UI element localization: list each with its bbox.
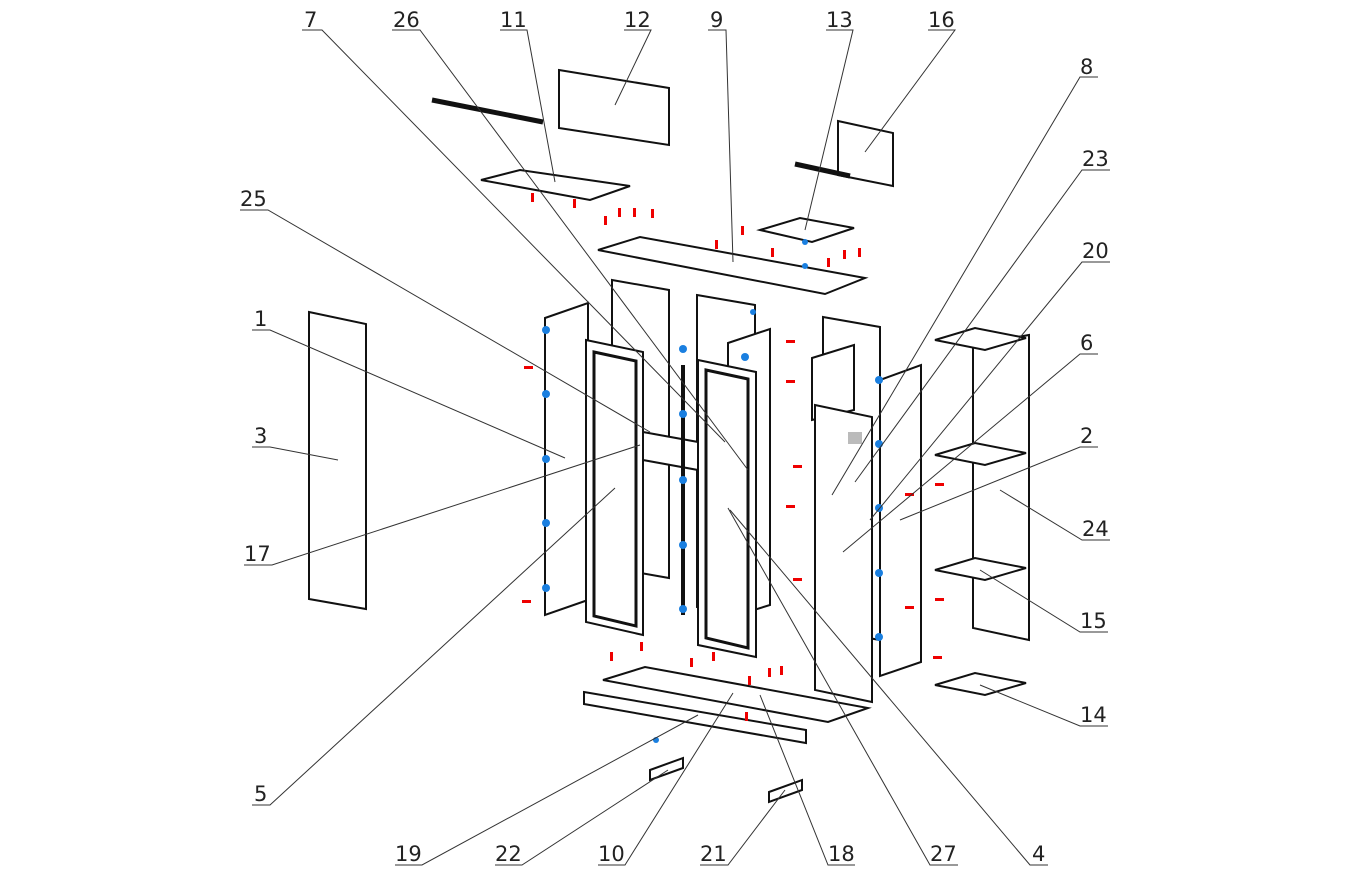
part-4-door xyxy=(697,358,757,659)
part-1-side-panel xyxy=(544,301,589,617)
svg-text:24: 24 xyxy=(1082,517,1109,541)
callout-26: 26 xyxy=(392,8,749,471)
callout-23: 23 xyxy=(854,147,1110,483)
part-20-shelf xyxy=(934,326,1027,352)
callout-9: 9 xyxy=(708,8,734,263)
svg-text:27: 27 xyxy=(930,842,957,866)
callout-2: 2 xyxy=(899,424,1098,521)
svg-text:8: 8 xyxy=(1080,55,1093,79)
callout-20: 20 xyxy=(869,239,1110,521)
part-21-plate xyxy=(768,778,803,804)
callout-14: 14 xyxy=(979,684,1108,727)
svg-text:21: 21 xyxy=(700,842,727,866)
part-8-handle xyxy=(848,432,862,444)
part-2-side-panel xyxy=(879,363,922,678)
callout-5: 5 xyxy=(252,487,616,806)
part-5-door xyxy=(585,338,644,637)
svg-text:4: 4 xyxy=(1032,842,1045,866)
callout-7: 7 xyxy=(302,8,726,443)
callout-17: 17 xyxy=(244,444,641,566)
svg-text:16: 16 xyxy=(928,8,955,32)
callout-11: 11 xyxy=(500,8,556,183)
svg-text:5: 5 xyxy=(254,782,267,806)
callout-15: 15 xyxy=(979,569,1108,633)
callout-19: 19 xyxy=(395,714,699,866)
part-9-top xyxy=(597,235,869,296)
callout-12: 12 xyxy=(614,8,652,106)
svg-text:7: 7 xyxy=(304,8,317,32)
svg-text:2: 2 xyxy=(1080,424,1093,448)
part-10-bottom xyxy=(602,665,872,724)
callout-25: 25 xyxy=(240,187,651,433)
callout-18: 18 xyxy=(759,694,855,866)
callout-3: 3 xyxy=(252,424,339,461)
callout-13: 13 xyxy=(804,8,854,231)
part-23-shelf xyxy=(934,441,1027,467)
svg-text:19: 19 xyxy=(395,842,422,866)
part-14-shelf xyxy=(934,671,1027,697)
part-3-side-panel xyxy=(308,310,367,611)
part-13-plate xyxy=(756,216,855,244)
svg-text:1: 1 xyxy=(254,307,267,331)
svg-text:17: 17 xyxy=(244,542,271,566)
callout-8: 8 xyxy=(831,55,1098,496)
svg-text:3: 3 xyxy=(254,424,267,448)
callout-24: 24 xyxy=(999,489,1110,541)
part-19-plinth xyxy=(583,690,807,745)
svg-text:14: 14 xyxy=(1080,703,1107,727)
fasteners xyxy=(522,193,944,743)
part-6-door xyxy=(814,403,873,704)
rail xyxy=(431,97,544,125)
svg-text:23: 23 xyxy=(1082,147,1109,171)
svg-text:9: 9 xyxy=(710,8,723,32)
svg-text:11: 11 xyxy=(500,8,527,32)
svg-text:6: 6 xyxy=(1080,331,1093,355)
part-22-plate xyxy=(649,756,684,782)
callout-16: 16 xyxy=(864,8,956,153)
callout-27: 27 xyxy=(727,507,958,866)
cabinet-parts xyxy=(308,68,1030,804)
door-5-frame xyxy=(592,350,638,628)
svg-text:26: 26 xyxy=(393,8,420,32)
svg-text:25: 25 xyxy=(240,187,267,211)
rail-2 xyxy=(794,161,851,179)
svg-text:22: 22 xyxy=(495,842,522,866)
part-12-panel xyxy=(558,68,670,147)
callout-4: 4 xyxy=(729,509,1048,866)
side-panel-right-inner xyxy=(811,343,855,422)
callouts: 7 26 11 12 9 13 16 8 23 20 6 2 24 15 14 … xyxy=(240,8,1110,866)
svg-text:20: 20 xyxy=(1082,239,1109,263)
svg-text:12: 12 xyxy=(624,8,651,32)
callout-21: 21 xyxy=(700,789,786,866)
callout-22: 22 xyxy=(495,769,669,866)
part-11-shelf xyxy=(480,168,631,202)
door-4-frame xyxy=(704,368,750,650)
part-16-panel xyxy=(837,119,894,188)
svg-text:10: 10 xyxy=(598,842,625,866)
svg-text:18: 18 xyxy=(828,842,855,866)
callout-1: 1 xyxy=(252,307,566,459)
svg-text:13: 13 xyxy=(826,8,853,32)
callout-6: 6 xyxy=(842,331,1098,553)
callout-10: 10 xyxy=(598,692,734,866)
svg-text:15: 15 xyxy=(1080,609,1107,633)
part-15-shelf xyxy=(934,556,1027,582)
